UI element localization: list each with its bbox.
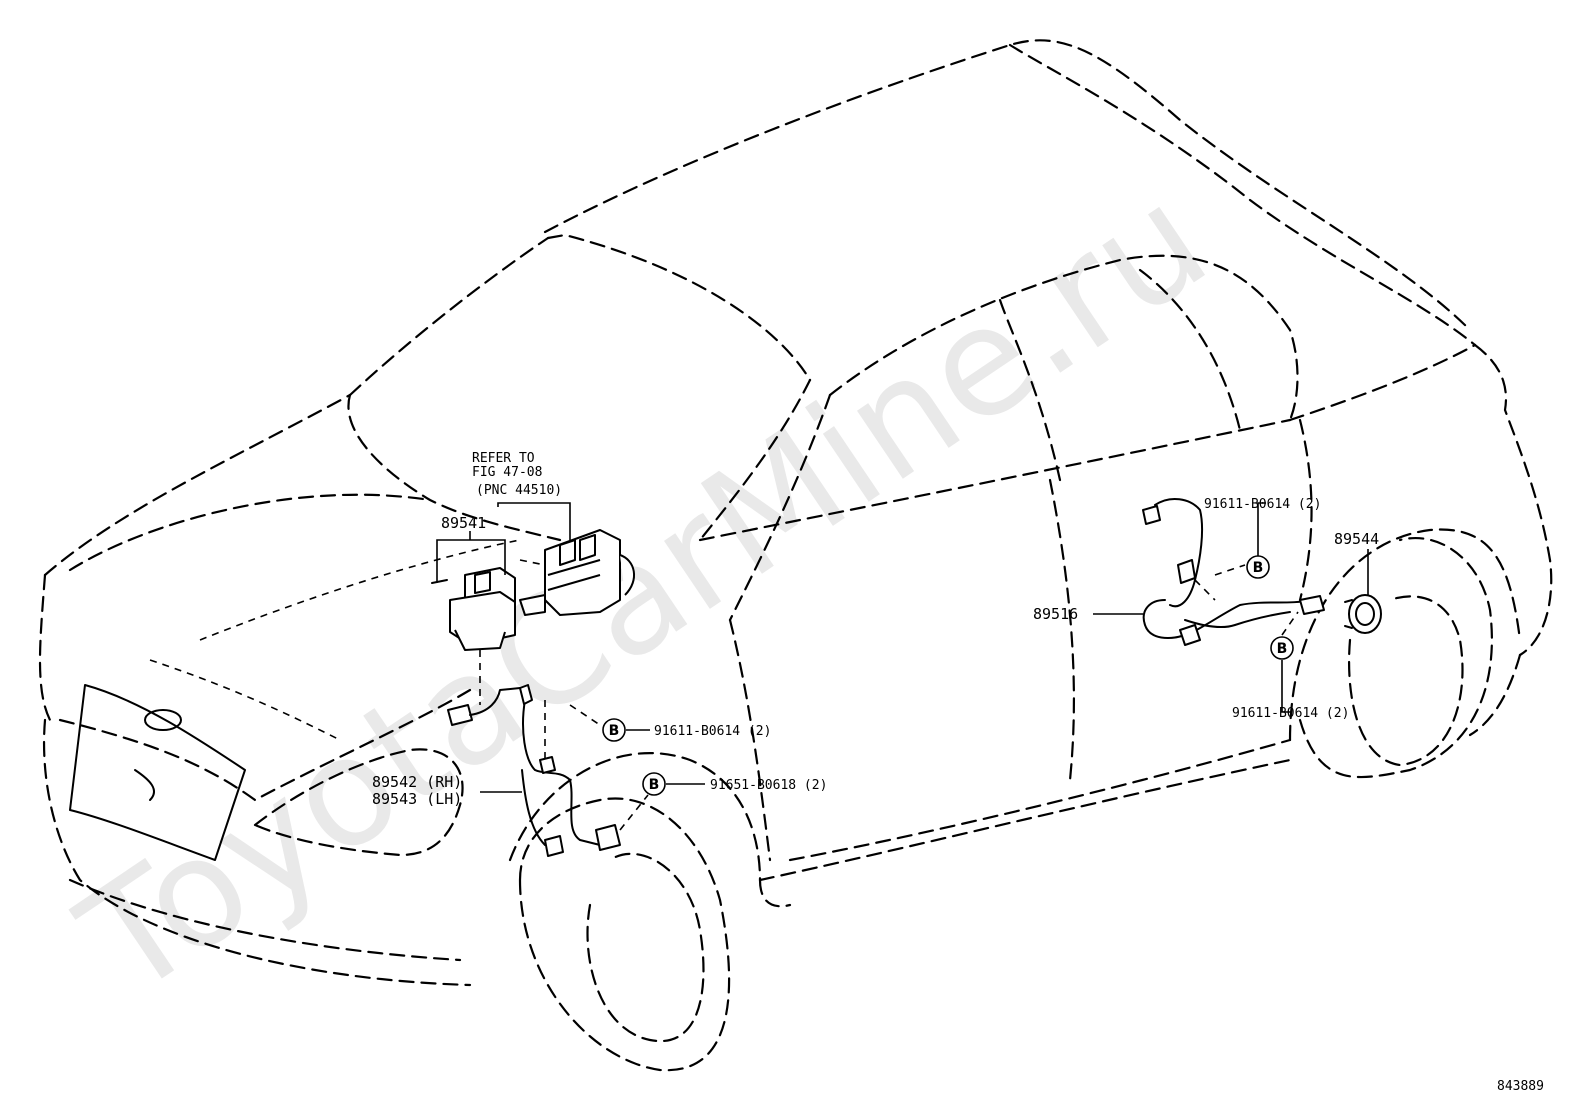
label-89541: 89541: [441, 514, 486, 532]
svg-text:B: B: [609, 723, 620, 739]
bolt-symbol-front-upper: B: [602, 718, 626, 742]
label-89543-lh: 89543 (LH): [372, 790, 462, 808]
bolt-symbol-front-lower: B: [642, 772, 666, 796]
label-bolt-rear-upper: 91611-B0614 (2): [1204, 497, 1321, 512]
abs-ecu-89541: [431, 567, 516, 651]
refer-note-line3: (PNC 44510): [476, 483, 562, 498]
front-speed-sensor: [447, 684, 621, 857]
svg-text:B: B: [1277, 641, 1288, 657]
abs-actuator-assembly: [519, 529, 635, 616]
rear-speed-sensor: [1142, 498, 1325, 646]
diagram-id: 843889: [1497, 1079, 1544, 1094]
leader-lines: [436, 502, 1369, 831]
label-bolt-rear-lower: 91611-B0614 (2): [1232, 706, 1349, 721]
watermark: ToyotaCarMine.ru: [52, 153, 1236, 1031]
bolt-symbol-rear-lower: B: [1270, 636, 1294, 660]
bolt-symbol-rear-upper: B: [1246, 555, 1270, 579]
sensor-rotor-89544: [1344, 594, 1382, 634]
refer-note-line1: REFER TO: [472, 451, 535, 466]
label-bolt-front-lower: 91651-B0618 (2): [710, 778, 827, 793]
label-89516: 89516: [1033, 605, 1078, 623]
label-89544: 89544: [1334, 530, 1379, 548]
car-body-outline: [38, 39, 1553, 1072]
label-bolt-front-upper: 91611-B0614 (2): [654, 724, 771, 739]
refer-note-line2: FIG 47-08: [472, 465, 542, 480]
labels: REFER TO FIG 47-08 (PNC 44510) 89541 895…: [372, 451, 1544, 1094]
svg-text:B: B: [649, 777, 660, 793]
label-89542-rh: 89542 (RH): [372, 773, 462, 791]
svg-text:B: B: [1253, 560, 1264, 576]
